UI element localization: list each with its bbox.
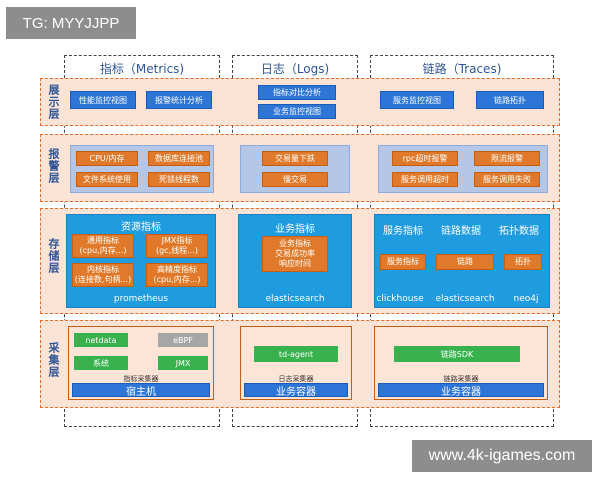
filesystem-alarm[interactable]: 文件系统使用 xyxy=(76,172,138,187)
watermark-bottom: www.4k-igames.com xyxy=(412,440,592,472)
ebpf-box[interactable]: eBPF xyxy=(158,333,208,347)
slow-tx-alarm[interactable]: 慢交易 xyxy=(262,172,328,187)
call-timeout-alarm[interactable]: 服务调用超时 xyxy=(392,172,458,187)
metrics-storage-panel xyxy=(66,214,216,308)
rpc-timeout-alarm[interactable]: rpc超时报警 xyxy=(392,151,458,166)
logs-business-container-bar[interactable]: 业务容器 xyxy=(244,383,348,398)
elasticsearch-traces-label: elasticsearch xyxy=(435,294,495,304)
topology-data-header: 拓扑数据 xyxy=(499,226,539,237)
metric-compare-button[interactable]: 指标对比分析 xyxy=(258,85,336,100)
ratelimit-alarm[interactable]: 限流报警 xyxy=(474,151,540,166)
logs-collector-caption: 日志采集器 xyxy=(278,375,314,383)
prometheus-label: prometheus xyxy=(113,294,169,304)
volume-drop-alarm[interactable]: 交易量下跌 xyxy=(262,151,328,166)
business-view-button[interactable]: 业务监控视图 xyxy=(258,104,336,119)
db-pool-alarm[interactable]: 数据库连接池 xyxy=(148,151,210,166)
kernel-metrics-box[interactable]: 内核指标 (连接数,句柄...) xyxy=(72,263,134,287)
host-machine-bar[interactable]: 宿主机 xyxy=(72,383,210,398)
metrics-column-title: 指标（Metrics) xyxy=(99,62,185,76)
alarm-layer-label: 报警层 xyxy=(47,148,60,184)
deadlock-alarm[interactable]: 死锁线程数 xyxy=(148,172,210,187)
elasticsearch-logs-label: elasticsearch xyxy=(265,294,325,304)
clickhouse-label: clickhouse xyxy=(376,294,424,304)
traces-business-container-bar[interactable]: 业务容器 xyxy=(378,383,544,398)
display-layer-label: 展示层 xyxy=(47,84,60,120)
performance-view-button[interactable]: 性能监控视图 xyxy=(70,91,136,109)
trace-topology-button[interactable]: 链路拓扑 xyxy=(476,91,544,109)
trace-box[interactable]: 链路 xyxy=(436,254,494,270)
cpu-memory-alarm[interactable]: CPU/内存 xyxy=(76,151,138,166)
metrics-collector-caption: 指标采集器 xyxy=(123,375,159,383)
service-metrics-box[interactable]: 服务指标 xyxy=(380,254,426,270)
netdata-box[interactable]: netdata xyxy=(74,333,128,347)
generic-metrics-box[interactable]: 通用指标 (cpu,内存...) xyxy=(72,234,134,258)
td-agent-box[interactable]: td-agent xyxy=(254,346,338,362)
traces-collector-caption: 链路采集器 xyxy=(443,375,479,383)
call-failure-alarm[interactable]: 服务调用失败 xyxy=(474,172,540,187)
logs-column-title: 日志（Logs) xyxy=(260,62,330,76)
system-box[interactable]: 系统 xyxy=(74,356,128,370)
resource-metrics-title: 资源指标 xyxy=(121,222,161,233)
storage-layer-label: 存储层 xyxy=(47,238,60,274)
collect-layer-label: 采集层 xyxy=(47,342,60,378)
trace-data-header: 链路数据 xyxy=(441,226,481,237)
traces-column-title: 链路（Traces) xyxy=(422,62,502,76)
watermark-top: TG: MYYJJPP xyxy=(6,7,136,39)
jmx-metrics-box[interactable]: JMX指标 (gc,线程...) xyxy=(146,234,208,258)
business-metrics-box[interactable]: 业务指标 交易成功率 响应时间 xyxy=(262,236,328,272)
trace-sdk-box[interactable]: 链路SDK xyxy=(394,346,520,362)
business-metrics-title: 业务指标 xyxy=(275,224,315,235)
service-view-button[interactable]: 服务监控视图 xyxy=(380,91,454,109)
neo4j-label: neo4j xyxy=(513,294,539,304)
high-precision-metrics-box[interactable]: 高精度指标 (cpu,内存...) xyxy=(146,263,208,287)
topology-box[interactable]: 拓扑 xyxy=(504,254,542,270)
alarm-stats-button[interactable]: 报警统计分析 xyxy=(146,91,212,109)
service-metrics-header: 服务指标 xyxy=(383,226,423,237)
jmx-box[interactable]: JMX xyxy=(158,356,208,370)
